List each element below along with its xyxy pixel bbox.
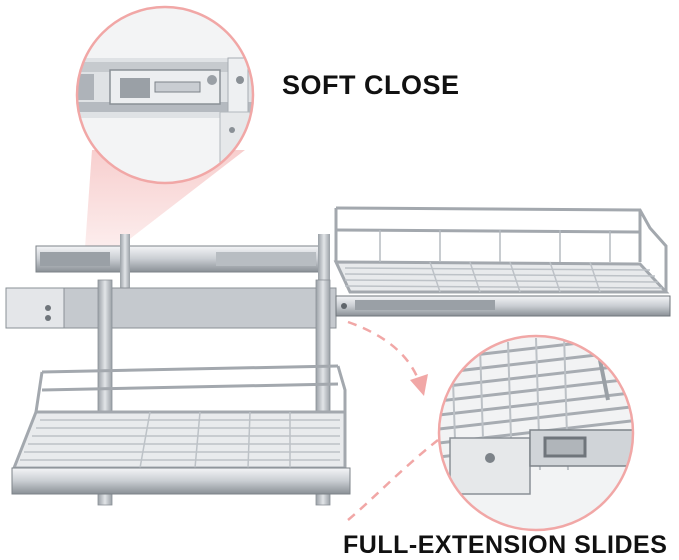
lower-slide-rail: [11, 467, 351, 495]
soft-close-zoom-circle: [75, 5, 255, 185]
lower-basket: [11, 364, 347, 470]
upper-basket-extended: [333, 206, 670, 294]
full-extension-callout: FULL-EXTENSION SLIDES: [343, 531, 668, 559]
dashed-curved-arrow-icon: [347, 320, 422, 385]
slide-zoom-circle: [437, 334, 635, 532]
upper-slide-rail: [35, 234, 330, 294]
soft-close-callout: SOFT CLOSE: [282, 70, 460, 100]
